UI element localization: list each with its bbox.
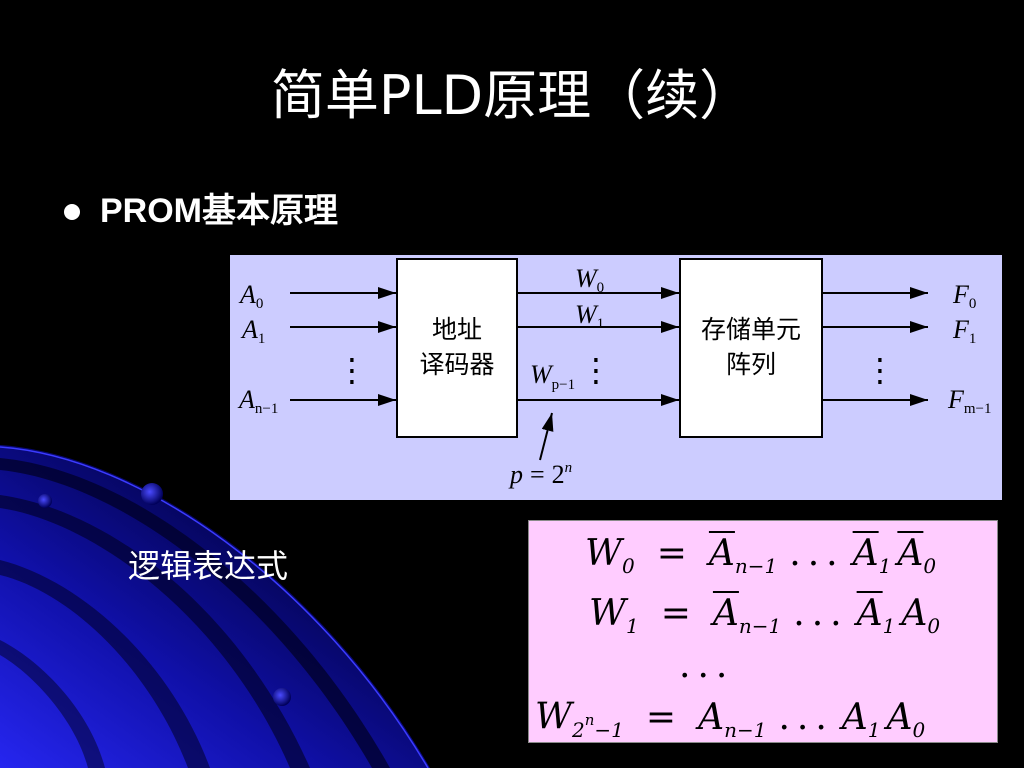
word-count-note: p=2n — [508, 460, 572, 489]
output-label-f0: F0 — [952, 280, 976, 312]
word-line-ellipsis: ⋮ — [580, 351, 612, 389]
logic-expression-heading: 逻辑表达式 — [128, 547, 289, 585]
eq-lhs: W2n−1 — [535, 696, 624, 742]
eq-term: A0 — [897, 533, 937, 578]
eq-term: A1 — [841, 696, 881, 742]
input-label-a0: A0 — [238, 280, 263, 312]
eq-term: A1 — [856, 593, 896, 638]
eq-term: An−1 — [698, 696, 767, 742]
equals-sign: = — [645, 696, 677, 738]
bullet-icon — [64, 204, 80, 220]
eq-term: An−1 — [712, 593, 782, 638]
memory-label-line2: 阵列 — [726, 350, 776, 379]
memory-label-line1: 存储单元 — [701, 315, 801, 344]
output-label-fm-1: Fm−1 — [947, 385, 992, 417]
eq-term: A1 — [852, 533, 892, 578]
bullet-point: PROM基本原理 — [100, 192, 338, 230]
word-line-label-w1: W1 — [575, 300, 604, 332]
swirl-stripe — [0, 495, 310, 768]
swirl-highlight — [0, 446, 429, 768]
equals-sign: = — [656, 533, 687, 574]
diagram-background — [230, 255, 1002, 500]
eq-dots: ... — [789, 533, 845, 574]
output-label-f1: F1 — [952, 315, 976, 347]
swirl-stripe — [0, 560, 210, 768]
prom-block-diagram: 地址 译码器 存储单元 阵列 A0 A1 An−1 W0 W1 Wp−1 F0 … — [230, 255, 1002, 500]
word-line-label-w0: W0 — [575, 264, 604, 296]
eq-dots: ... — [778, 696, 834, 738]
note-pointer-arrow — [539, 412, 554, 461]
eq-dots: ... — [793, 593, 849, 634]
decorative-dot — [141, 483, 163, 505]
decorative-dot — [273, 688, 291, 706]
decoder-label-line1: 地址 — [432, 315, 482, 344]
swirl-stripe — [0, 640, 105, 768]
eq-term: An−1 — [708, 533, 778, 578]
slide-title: 简单PLD原理（续） — [270, 64, 754, 127]
eq-lhs-subscript: 2n−1 — [572, 711, 624, 742]
eq-lhs: W1 — [589, 593, 639, 638]
decoder-label-line2: 译码器 — [419, 350, 494, 379]
decorative-dot — [38, 494, 52, 508]
eq-lhs: W0 — [585, 533, 635, 578]
equation-ellipsis: ... — [679, 645, 735, 686]
equals-sign: = — [660, 593, 691, 634]
eq-term: A0 — [886, 696, 926, 742]
decoder-box — [396, 258, 518, 438]
input-label-a1: A1 — [240, 315, 265, 347]
input-ellipsis: ⋮ — [336, 351, 368, 389]
word-line-label-wp-1: Wp−1 — [530, 360, 575, 393]
output-ellipsis: ⋮ — [864, 351, 896, 389]
memory-array-box — [679, 258, 823, 438]
eq-term: A0 — [901, 593, 941, 638]
input-label-an-1: An−1 — [237, 385, 278, 417]
